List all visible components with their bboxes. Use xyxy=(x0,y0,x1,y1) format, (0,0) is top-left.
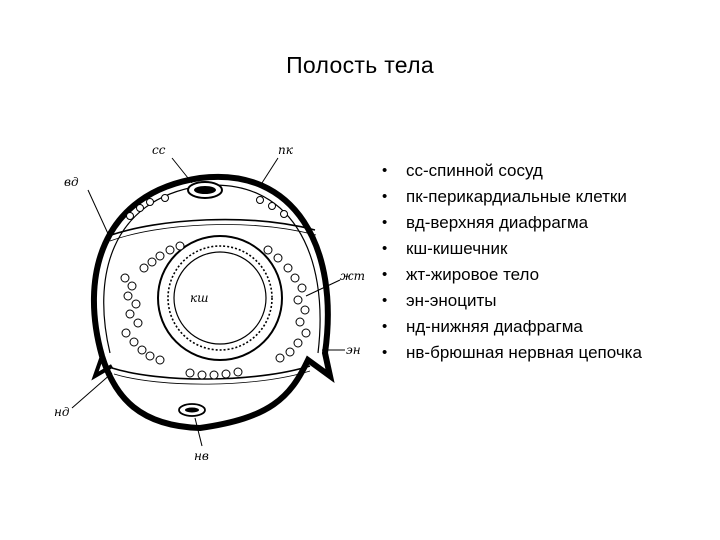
legend-item: • сс-спинной сосуд xyxy=(378,160,698,182)
legend-text: нд-нижняя диафрагма xyxy=(406,317,583,336)
legend-item: • вд-верхняя диафрагма xyxy=(378,212,698,234)
legend-item: • эн-эноциты xyxy=(378,290,698,312)
legend-text: эн-эноциты xyxy=(406,291,497,310)
label-vd: вд xyxy=(64,175,79,189)
upper-diaphragm xyxy=(107,218,316,237)
label-ss: сс xyxy=(152,143,166,157)
legend-text: сс-спинной сосуд xyxy=(406,161,543,180)
bullet-icon: • xyxy=(382,240,388,257)
legend-text: пк-перикардиальные клетки xyxy=(406,187,627,206)
legend-item: • жт-жировое тело xyxy=(378,264,698,286)
label-ksh: кш xyxy=(190,291,209,305)
slide-title: Полость тела xyxy=(286,52,434,78)
body-wall-lower-left xyxy=(91,355,114,381)
legend-item: • нв-брюшная нервная цепочка xyxy=(378,342,698,364)
label-en: эн xyxy=(346,343,361,357)
label-nd: нд xyxy=(54,405,70,419)
label-nv: нв xyxy=(194,449,209,463)
bullet-icon: • xyxy=(382,344,388,361)
bullet-icon: • xyxy=(382,318,388,335)
bullet-icon: • xyxy=(382,266,388,283)
bullet-icon: • xyxy=(382,188,388,205)
gut-wall-outer xyxy=(157,235,283,361)
legend-text: кш-кишечник xyxy=(406,239,508,258)
legend-text: вд-верхняя диафрагма xyxy=(406,213,589,232)
label-zht: жт xyxy=(340,269,365,283)
legend-item: • кш-кишечник xyxy=(378,238,698,260)
body-cavity-diagram: сс пк вд кш жт эн нд нв xyxy=(54,143,365,463)
bullet-icon: • xyxy=(382,214,388,231)
body-wall xyxy=(90,173,335,432)
legend-item: • нд-нижняя диафрагма xyxy=(378,316,698,338)
lower-diaphragm xyxy=(111,365,311,380)
legend-text: нв-брюшная нервная цепочка xyxy=(406,343,642,362)
legend-list: • сс-спинной сосуд • пк-перикардиальные кл… xyxy=(378,160,698,368)
fat-body-cells xyxy=(120,194,311,380)
gut-wall-inner xyxy=(167,245,273,351)
legend-item: • пк-перикардиальные клетки xyxy=(378,186,698,208)
bullet-icon: • xyxy=(382,162,388,179)
bullet-icon: • xyxy=(382,292,388,309)
legend-text: жт-жировое тело xyxy=(406,265,540,284)
leader-lines xyxy=(71,157,345,447)
label-pk: пк xyxy=(278,143,294,157)
